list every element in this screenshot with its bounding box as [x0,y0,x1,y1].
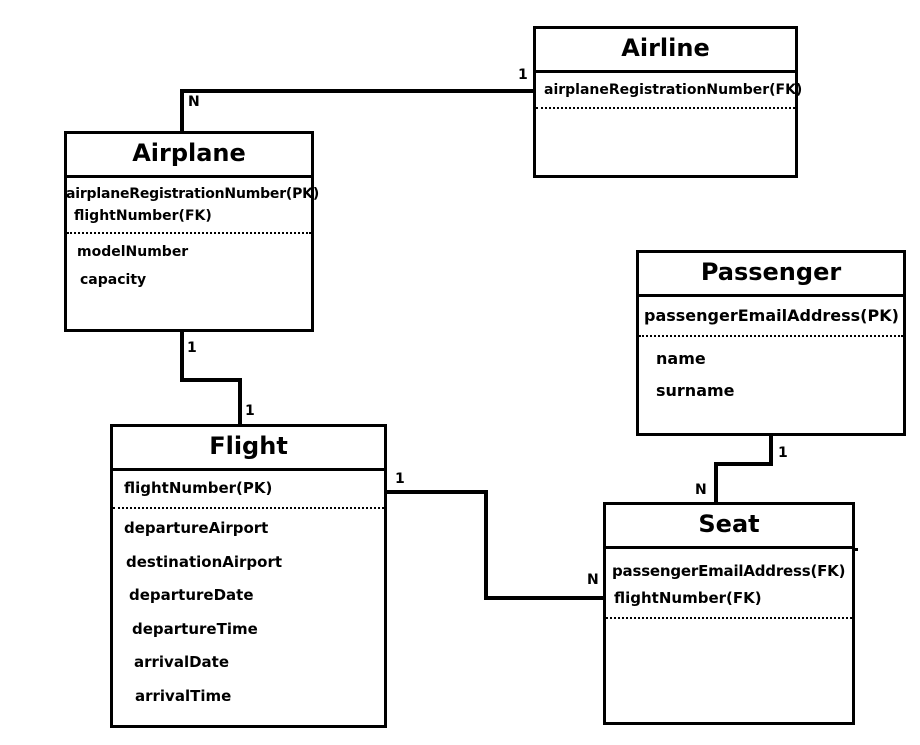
airplane-flight-line [180,330,242,426]
key-field: passengerEmailAddress(FK) [612,562,846,580]
attribute-field: departureAirport [124,519,269,537]
entity-title: Passenger [639,253,903,297]
attribute-field: departureDate [129,586,254,604]
entity-title: Airplane [67,134,311,178]
key-field: flightNumber(FK) [614,589,762,607]
key-separator [536,107,795,109]
cardinality-flight-seat-from: 1 [395,471,405,487]
airline-airplane-line [180,89,535,133]
cardinality-airline-airplane-to: N [188,94,200,110]
cardinality-passenger-seat-from: 1 [778,445,788,461]
passenger-seat-line [714,433,773,504]
key-field: airplaneRegistrationNumber(FK) [544,82,803,98]
entity-airplane[interactable]: Airplane airplaneRegistrationNumber(PK) … [64,131,320,332]
key-separator [67,232,311,234]
cardinality-airplane-flight-from: 1 [187,340,197,356]
cardinality-flight-seat-to: N [587,572,599,588]
entity-airline[interactable]: Airline airplaneRegistrationNumber(FK) [533,26,803,178]
seat-edge-tick [852,548,858,551]
attribute-field: arrivalTime [135,686,232,705]
key-separator [113,507,384,509]
attribute-field: arrivalDate [134,653,230,671]
flight-seat-line [385,490,605,600]
key-field: flightNumber(PK) [124,479,273,497]
key-field: flightNumber(FK) [74,208,212,224]
attribute-field: destinationAirport [126,552,283,571]
attribute-field: capacity [80,272,147,288]
attribute-field: modelNumber [77,244,189,260]
entity-title: Flight [113,427,384,471]
entity-passenger[interactable]: Passenger passengerEmailAddress(PK) name… [636,250,906,436]
key-separator [639,335,903,337]
cardinality-airline-airplane-from: 1 [518,67,528,83]
attribute-field: name [656,349,706,368]
attribute-field: departureTime [132,619,258,638]
cardinality-airplane-flight-to: 1 [245,403,255,419]
cardinality-passenger-seat-to: N [695,482,707,498]
entity-title: Seat [606,505,852,549]
entity-seat[interactable]: Seat passengerEmailAddress(FK) flightNum… [603,502,855,725]
attribute-field: surname [656,381,735,400]
key-field: airplaneRegistrationNumber(PK) [66,186,320,202]
entity-flight[interactable]: Flight flightNumber(PK) departureAirport… [110,424,387,728]
entity-title: Airline [536,29,795,73]
key-field: passengerEmailAddress(PK) [644,306,899,325]
key-separator [606,617,852,619]
